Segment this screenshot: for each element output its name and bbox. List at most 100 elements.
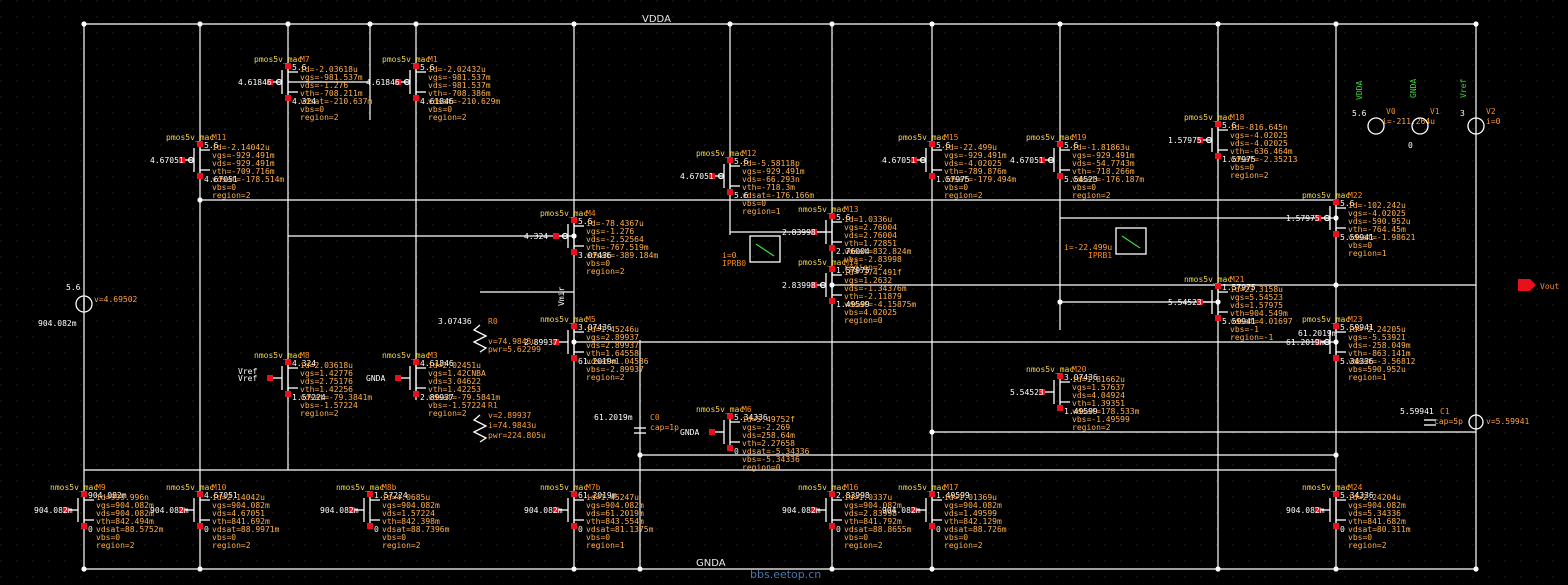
net-label: 5.34336 [1340,491,1374,500]
op-param: region=2 [1072,191,1111,200]
pin [553,339,559,345]
transistor-m7[interactable]: M7pmos5v_mac5.64.618464.324id=-2.03618uv… [238,55,372,122]
resistor-r1[interactable]: R1 v=2.89937 i=74.9843u pwr=224.805u [472,401,546,443]
transistor-m11[interactable]: M11pmos5v_mac5.64.670514.67051id=-2.1404… [150,133,284,200]
net-label: 904.082m [320,506,359,515]
op-param: region=2 [1348,541,1387,550]
transistor-m5[interactable]: M5nmos5v_mac3.074362.8993761.2019mid=1.4… [524,315,649,382]
device-ref: M23 [1348,315,1363,324]
net-label: 4.67051 [150,156,184,165]
op-param: vdsat=-210.637m [300,97,372,106]
transistor-m1[interactable]: M1pmos5v_mac5.64.618464.61846id=-2.02432… [366,55,500,122]
junction-dot [413,21,419,27]
voltage-source-v2[interactable]: Vref V2 3 i=0 [1459,79,1501,135]
transistor-m15[interactable]: M15pmos5v_mac5.64.670511.57975id=-22.499… [882,133,1016,200]
op-param: region=1 [586,541,625,550]
current-source-i0[interactable]: 5.6 v=4.69502 904.082m [38,283,138,328]
op-param: vds=-4.02025 [944,159,1002,168]
op-param: vbs=0 [1230,163,1254,172]
c0-cap: cap=1p [650,423,679,432]
net-label: 61.2019m [1286,338,1325,347]
op-param: id=1.45247u [586,493,639,502]
voltage-source-v1[interactable]: GNDA V1 0 [1408,79,1440,150]
op-param: region=2 [212,541,251,550]
net-label: 5.6 [292,63,307,72]
op-param: vbs=0 [1348,241,1372,250]
junction-dot [1473,21,1479,27]
net-label: 904.082m [150,506,189,515]
transistor-m14[interactable]: M14pmos5v_mac1.579752.839981.49599id=-37… [782,258,916,325]
transistor-m3[interactable]: M3nmos5v_mac4.61846GNDA2.89937id=2.02451… [366,351,500,418]
net-label: 61.2019m [578,357,617,366]
op-param: vgs=5.54523 [1230,293,1283,302]
pin [367,491,373,497]
net-label: 4.67051 [1010,156,1044,165]
pin [285,391,291,397]
capacitor-c1[interactable]: C1 cap=5p 5.59941 [1400,407,1463,426]
pin [1215,283,1221,289]
net-label: 61.2019m [578,491,617,500]
pin [267,79,273,85]
transistor-m13[interactable]: M13nmos5v_mac5.62.839982.76004id=1.0336u… [782,205,912,272]
device-type: nmos5v_mac [540,315,588,324]
transistor-m18[interactable]: M18pmos5v_mac5.61.579751.57975id=-816.64… [1168,113,1298,180]
transistor-m22[interactable]: M22pmos5v_mac5.61.579755.59941id=-102.24… [1286,191,1416,258]
transistor-m6[interactable]: M6nmos5v_mac5.34336GNDA0id=5.49752fvgs=-… [680,405,810,472]
transistor-m9[interactable]: M9nmos5v_mac904.082m904.082m0id=999.996n… [34,483,164,550]
transistor-m12[interactable]: M12pmos5v_mac5.64.670515.6id=-5.58118pvg… [680,149,814,216]
i1-voltage: v=5.59941 [1486,417,1530,426]
transistor-m8b[interactable]: M8bnmos5v_mac1.57224904.082m0id=4.0685uv… [320,483,450,550]
op-param: vth=-718.266m [1072,167,1135,176]
current-source-i1[interactable]: v=5.59941 [1468,414,1530,430]
op-param: vgs=904.082m [586,501,644,510]
op-param: vds=-2.52564 [586,235,644,244]
pin [413,391,419,397]
net-label: 5.6 [578,217,593,226]
vout-port[interactable]: Vout [1518,279,1559,291]
op-param: vbs=0 [212,183,236,192]
op-param: vth=-789.876m [944,167,1007,176]
op-param: vds=2.75176 [300,377,353,386]
op-param: vgs=-929.491m [742,167,805,176]
junction-dot [367,21,373,27]
op-param: vth=-767.519m [586,243,649,252]
v0-ref: V0 [1386,107,1396,116]
junction-dot [1215,299,1221,305]
net-label: 0 [734,447,739,456]
r1-current: i=74.9843u [488,421,536,430]
transistor-m20[interactable]: M20nmos5v_mac3.074365.545231.49599id=1.8… [1010,365,1140,432]
transistor-m10[interactable]: M10nmos5v_mac4.67051904.082m0id=2.14042u… [150,483,280,550]
capacitor-c0[interactable]: C0 cap=1p 61.2019m [594,413,679,434]
probe-iprb1[interactable]: i=-22.499u IPRB1 [1064,227,1147,260]
junction-dot [929,21,935,27]
transistor-m24[interactable]: M24nmos5v_mac5.34336904.082m0id=2.24204u… [1286,483,1411,550]
c0-ref: C0 [650,413,660,422]
transistor-m16[interactable]: M16nmos5v_mac2.83998904.082m0id=1.0337uv… [782,483,912,550]
net-label: 5.6 [936,141,951,150]
op-param: vdsat=-389.184m [586,251,658,260]
op-param: id=-5.58118p [742,159,800,168]
op-param: vds=2.83998 [844,509,897,518]
op-param: vds=-1.34376m [844,284,907,293]
voltage-source-v0[interactable]: VDDA V0 5.6 i=-211.264u [1352,81,1435,135]
op-param: vdsat=88.7396m [382,525,450,534]
net-label: 4.67051 [204,491,238,500]
probe-iprb0[interactable]: i=0 IPRB0 [722,235,781,268]
iprb0-current: i=0 [722,251,737,260]
transistor-m21[interactable]: M21nmos5v_mac1.579755.545235.59941id=23.… [1168,275,1293,342]
device-ref: M20 [1072,365,1087,374]
watermark: bbs.eetop.cn [750,568,821,581]
op-param: region=2 [428,409,467,418]
pin [727,445,733,451]
transistor-m19[interactable]: M19pmos5v_mac5.64.670515.54523id=-1.8186… [1010,133,1144,200]
transistor-m23[interactable]: M23pmos5v_mac5.5994161.2019m5.34336id=-2… [1286,315,1416,382]
transistor-m4[interactable]: M4pmos5v_mac5.64.3243.07436id=-78.4367uv… [524,209,658,276]
transistor-m8[interactable]: M8nmos5v_mac4.324Vref1.57224id=2.03618uv… [238,351,372,418]
transistor-m7b[interactable]: M7bnmos5v_mac61.2019m904.082m0id=1.45247… [524,483,654,550]
op-param: region=1 [1348,249,1387,258]
device-ref: M14 [844,258,859,267]
device-ref: M12 [742,149,757,158]
transistor-m17[interactable]: M17nmos5v_mac1.49599904.082m0id=1.01369u… [882,483,1007,550]
resistor-r0[interactable]: R0 v=74.9843u pwr=5.62299 [472,317,541,354]
